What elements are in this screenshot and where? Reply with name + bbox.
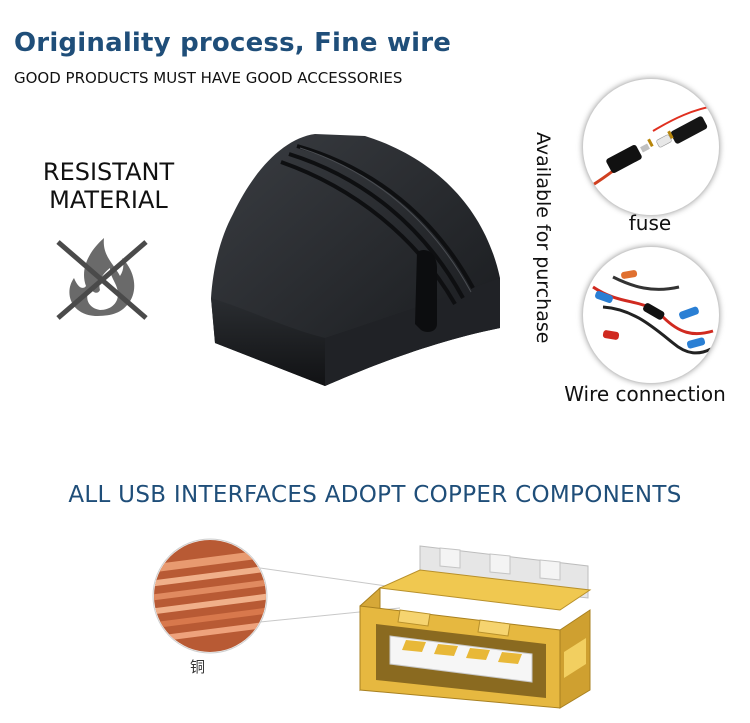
fuse-image-circle	[582, 78, 720, 216]
wire-connection-label: Wire connection	[564, 382, 726, 406]
copper-sheets-image	[152, 538, 268, 654]
resistant-line-2: MATERIAL	[49, 186, 168, 214]
usb-section-heading: ALL USB INTERFACES ADOPT COPPER COMPONEN…	[68, 482, 682, 508]
copper-label: 铜	[190, 659, 206, 676]
fuse-label: fuse	[628, 211, 672, 235]
wire-connection-icon	[592, 270, 714, 355]
page-subtitle: GOOD PRODUCTS MUST HAVE GOOD ACCESSORIES	[14, 69, 403, 87]
resistant-line-1: RESISTANT	[42, 158, 175, 186]
page-title: Originality process, Fine wire	[14, 28, 452, 58]
wire-connection-image-circle	[582, 246, 720, 384]
product-socket-cover	[211, 134, 500, 386]
available-for-purchase-label: Available for purchase	[532, 132, 554, 344]
fuse-icon	[583, 104, 719, 193]
usb-connector-illustration	[359, 545, 592, 709]
resistant-material-label: RESISTANT MATERIAL	[36, 158, 181, 214]
no-fire-icon	[56, 238, 148, 320]
